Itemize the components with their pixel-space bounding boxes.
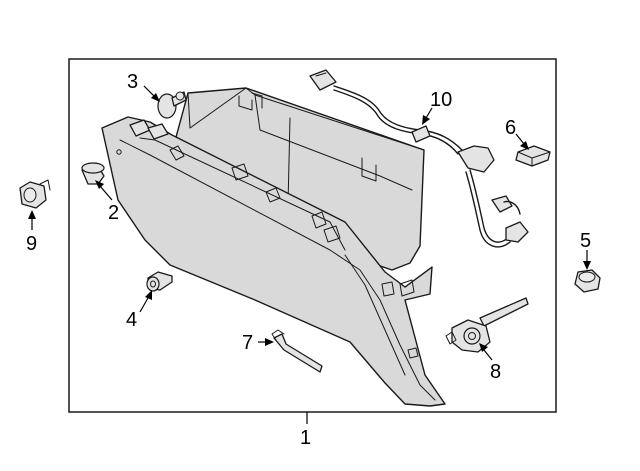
callout-2: 2 bbox=[108, 202, 119, 224]
rod-part-7[interactable] bbox=[271, 329, 323, 373]
callout-7: 7 bbox=[242, 332, 253, 354]
assembly-frame bbox=[68, 58, 557, 413]
callout-9: 9 bbox=[26, 233, 37, 255]
nut-part-5[interactable] bbox=[574, 269, 601, 293]
damper-part-8[interactable] bbox=[445, 297, 529, 353]
leader-lines bbox=[28, 85, 591, 424]
grommet-part-9[interactable] bbox=[19, 179, 51, 209]
bumper-part[interactable] bbox=[81, 162, 105, 185]
callout-3: 3 bbox=[127, 71, 138, 93]
callout-1: 1 bbox=[300, 427, 311, 449]
callout-8: 8 bbox=[490, 361, 501, 383]
callout-5: 5 bbox=[580, 230, 591, 252]
callout-10: 10 bbox=[430, 89, 452, 111]
glove-box-part[interactable] bbox=[101, 87, 446, 407]
wire-harness-part-10[interactable] bbox=[309, 69, 529, 248]
stud-part-4[interactable] bbox=[146, 271, 173, 292]
clip-part-6[interactable] bbox=[515, 145, 551, 167]
callout-6: 6 bbox=[505, 117, 516, 139]
callout-4: 4 bbox=[126, 309, 137, 331]
clip-part-3[interactable] bbox=[157, 91, 187, 119]
